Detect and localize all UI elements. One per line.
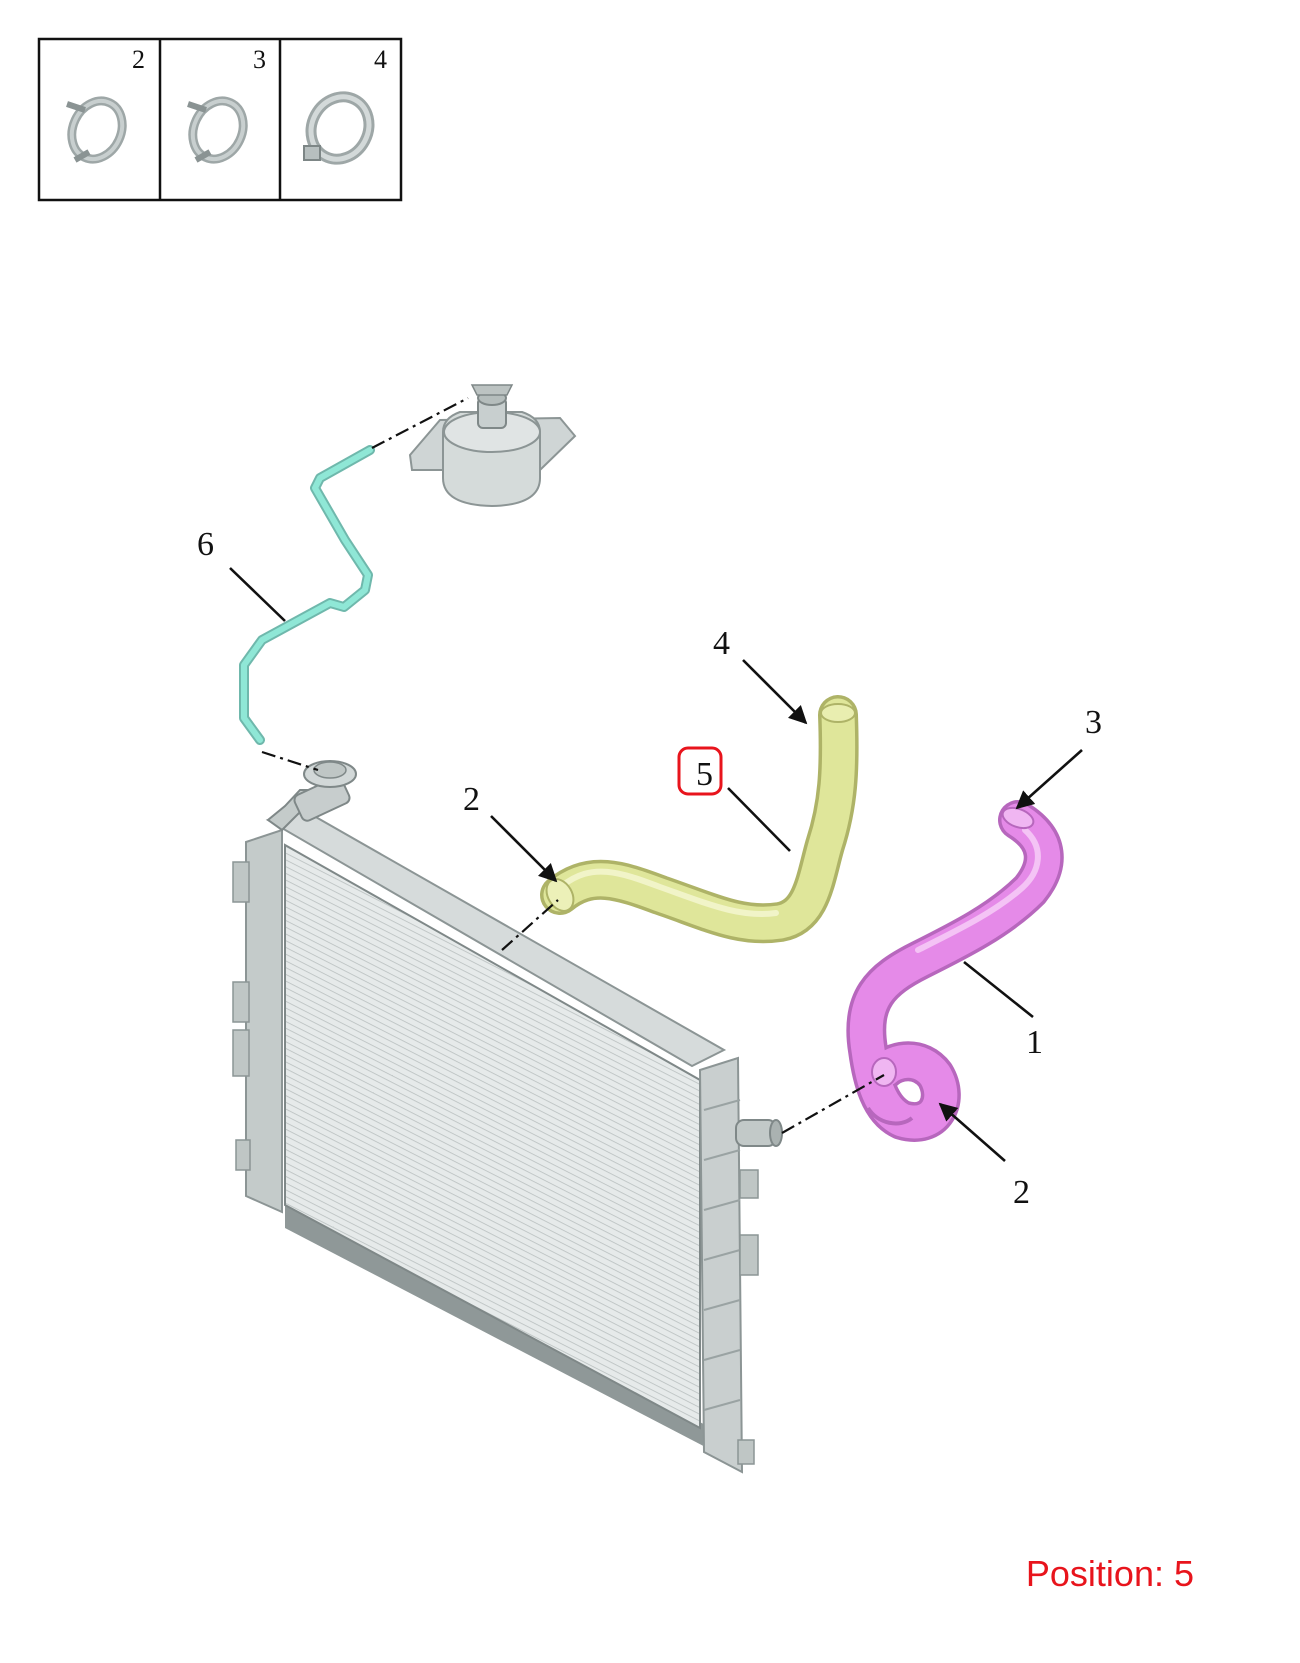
callout-2-lower[interactable]: 2 (1013, 1174, 1030, 1211)
legend-cell-2[interactable]: 2 (63, 45, 145, 167)
connection-lines (261, 397, 885, 1134)
spring-hose-clamp-icon (187, 96, 248, 164)
clamp-legend: 2 3 4 (37, 37, 403, 202)
right-tank-brackets (737, 1169, 759, 1465)
callout-5-highlight-box (677, 746, 723, 796)
callout-6[interactable]: 6 (197, 526, 214, 563)
radiator[interactable] (232, 760, 783, 1474)
radiator-outlet-pipe (735, 1119, 783, 1147)
legend-number-2: 2 (132, 45, 145, 74)
left-tank-brackets (232, 861, 251, 1171)
leader-lines (229, 567, 1083, 1162)
callout-3[interactable]: 3 (1085, 704, 1102, 741)
position-label: Position: 5 (1025, 1553, 1194, 1594)
hose-5-upper-hose[interactable] (540, 695, 859, 944)
hose-6-overflow-pipe[interactable] (239, 445, 375, 745)
callout-1[interactable]: 1 (1026, 1024, 1043, 1061)
coolant-reservoir[interactable] (408, 384, 577, 508)
right-tank-ribs (703, 1099, 741, 1411)
callout-5[interactable]: 5 (696, 756, 713, 793)
hose-1-lower-hose[interactable] (846, 800, 1064, 1142)
callout-numbers: 6 4 2 3 1 2 5 (197, 526, 1102, 1211)
band-hose-clamp-icon (303, 91, 375, 165)
legend-cell-3[interactable]: 3 (184, 45, 266, 167)
legend-cell-4[interactable]: 4 (300, 45, 387, 169)
spring-hose-clamp-icon (66, 96, 127, 164)
callout-2-upper[interactable]: 2 (463, 781, 480, 818)
legend-number-4: 4 (374, 45, 387, 74)
radiator-filler-neck (266, 760, 357, 832)
callout-4[interactable]: 4 (713, 625, 730, 662)
legend-number-3: 3 (253, 45, 266, 74)
